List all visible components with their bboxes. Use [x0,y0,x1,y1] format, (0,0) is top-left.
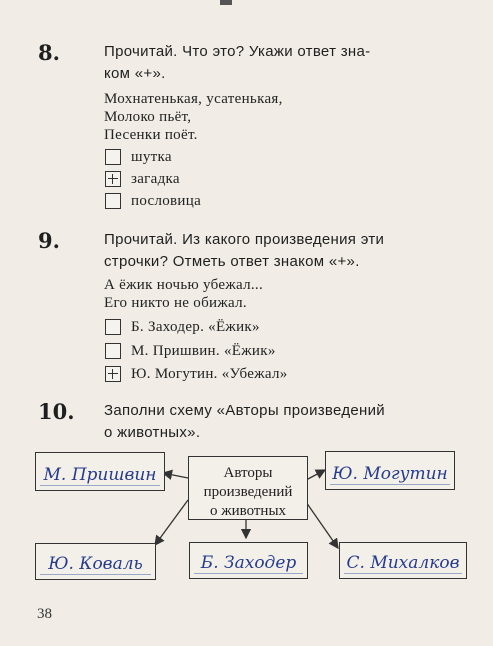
arrow-bottom-left [154,499,189,547]
task8-poem-line1: Мохнатенькая, усатенькая, [104,91,283,107]
checkbox[interactable] [105,193,121,209]
handwritten-answer: Ю. Коваль [48,554,143,574]
answer-box-top-left[interactable]: М. Пришвин [35,452,165,491]
option-label: шутка [131,148,172,165]
arrow-top-left [161,469,189,480]
task8-option-proverb[interactable]: пословица [105,192,201,210]
task8-poem: Мохнатенькая, усатенькая, Молоко пьёт, П… [104,90,283,144]
handwritten-answer: М. Пришвин [43,465,157,485]
task8-question: Прочитай. Что это? Укажи ответ зна- ком … [104,41,370,85]
center-line3: о животных [209,503,287,519]
option-label: М. Пришвин. «Ёжик» [131,342,276,359]
option-label: пословица [131,192,202,209]
option-label: Ю. Могутин. «Убежал» [131,365,288,382]
page-number: 38 [37,606,52,622]
task8-question-line1: Прочитай. Что это? Укажи ответ зна- [104,43,371,60]
task10-question-line2: о животных». [104,424,201,441]
center-line2: произведений [203,484,293,500]
checkbox[interactable] [105,343,121,359]
arrow-bottom-right [305,501,339,550]
handwritten-answer: Б. Заходер [200,553,297,573]
handwriting-area: С. Михалков [344,545,462,574]
task9-question-line2: строчки? Отметь ответ знаком «+». [104,253,360,270]
option-label: загадка [131,170,180,187]
handwriting-area: Ю. Могутин [330,454,450,485]
task9-option-mogutin[interactable]: Ю. Могутин. «Убежал» [105,365,288,383]
checkbox-checked[interactable] [105,171,121,187]
answer-box-bottom-left[interactable]: Ю. Коваль [35,543,156,580]
task10-question-line1: Заполни схему «Авторы произведений [104,402,385,419]
top-edge-mark [220,0,232,5]
task9-question-line1: Прочитай. Из какого произведения эти [104,231,385,248]
task9-question: Прочитай. Из какого произведения эти стр… [104,229,384,273]
task8-option-riddle[interactable]: загадка [105,170,180,188]
answer-box-top-right[interactable]: Ю. Могутин [325,451,455,490]
task10-question: Заполни схему «Авторы произведений о жив… [104,400,385,444]
handwriting-area: М. Пришвин [40,455,160,486]
handwritten-answer: С. Михалков [346,553,460,573]
task9-option-prishvin[interactable]: М. Пришвин. «Ёжик» [105,342,276,360]
task8-number: 8. [38,40,60,65]
checkbox[interactable] [105,319,121,335]
task9-poem-line2: Его никто не обижал. [104,295,247,311]
task9-poem: А ёжик ночью убежал... Его никто не обиж… [104,276,263,312]
option-label: Б. Заходер. «Ёжик» [131,318,260,335]
task8-poem-line2: Молоко пьёт, [104,109,192,125]
checkbox-checked[interactable] [105,366,121,382]
scheme-center-text: Авторы произведений о животных [189,464,307,521]
center-line1: Авторы [223,465,273,481]
task8-option-joke[interactable]: шутка [105,148,172,166]
handwriting-area: Б. Заходер [194,545,303,574]
task9-number: 9. [38,228,60,253]
task9-option-zakhoder[interactable]: Б. Заходер. «Ёжик» [105,318,260,336]
handwriting-area: Ю. Коваль [40,546,151,575]
task8-poem-line3: Песенки поёт. [104,127,198,143]
task9-poem-line1: А ёжик ночью убежал... [104,277,264,293]
answer-box-bottom-right[interactable]: С. Михалков [339,542,467,579]
scheme-center-box: Авторы произведений о животных [188,456,308,520]
arrow-top-right [305,469,327,481]
task10-number: 10. [38,399,75,424]
answer-box-bottom-middle[interactable]: Б. Заходер [189,542,308,579]
task8-question-line2: ком «+». [104,65,166,82]
checkbox[interactable] [105,149,121,165]
handwritten-answer: Ю. Могутин [332,464,448,484]
